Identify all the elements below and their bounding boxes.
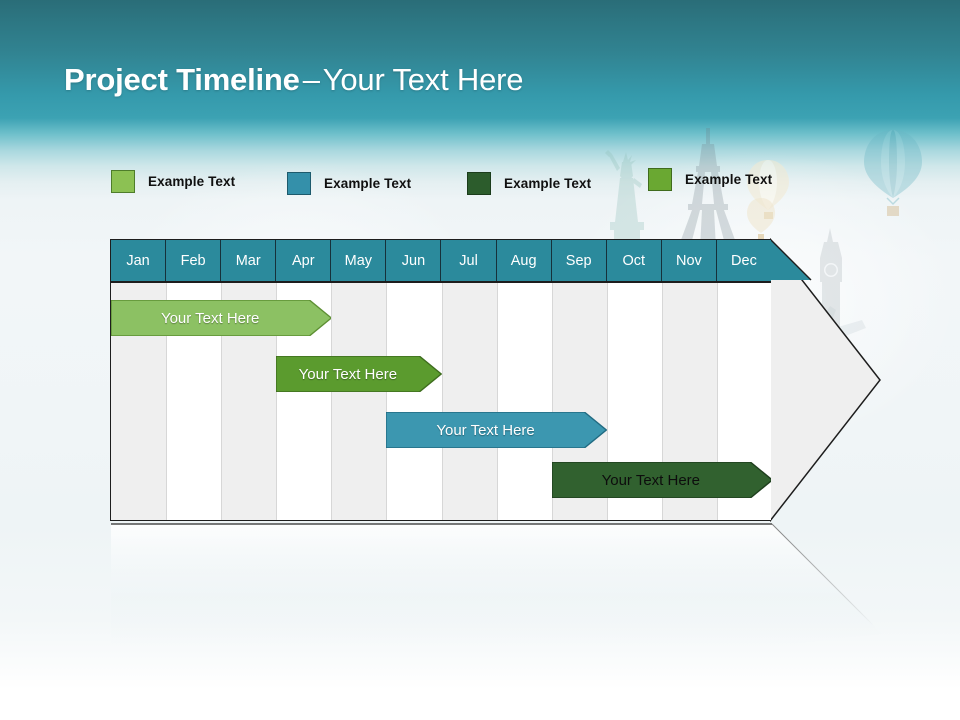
month-header-cell-apr[interactable]: Apr <box>276 240 332 281</box>
legend-item-label: Example Text <box>504 176 592 191</box>
legend-item-1[interactable]: Example Text <box>111 170 235 193</box>
month-header-cell-jan[interactable]: Jan <box>111 240 167 281</box>
month-label: Jan <box>126 252 150 269</box>
legend-swatch-icon <box>111 170 135 193</box>
task-bar-2[interactable]: Your Text Here <box>276 356 442 392</box>
column-gridline <box>606 240 608 520</box>
legend-item-3[interactable]: Example Text <box>467 172 591 195</box>
page-title: Project Timeline–Your Text Here <box>64 60 523 100</box>
month-label: Feb <box>180 252 206 269</box>
timeline-grid: Jan Feb Mar Apr May Jun Jul Aug Sep Oct Nov Dec You… <box>110 239 771 521</box>
legend-item-label: Example Text <box>148 174 236 189</box>
month-header-cell-jun[interactable]: Jun <box>386 240 442 281</box>
task-bar-4[interactable]: Your Text Here <box>551 462 771 498</box>
page-title-dash: – <box>302 62 320 97</box>
task-bar-1[interactable]: Your Text Here <box>111 300 332 336</box>
column-gridline <box>441 240 443 520</box>
task-bar-3[interactable]: Your Text Here <box>386 412 607 448</box>
month-label: May <box>344 252 373 269</box>
column-gridline <box>551 240 553 520</box>
month-label: Jul <box>459 252 478 269</box>
column-gridline <box>716 240 718 520</box>
month-header-cell-dec[interactable]: Dec <box>717 240 771 281</box>
month-header-cell-sep[interactable]: Sep <box>552 240 607 281</box>
page-title-rest: Your Text Here <box>322 62 524 97</box>
column-stripe <box>221 240 277 520</box>
column-gridline <box>166 240 168 520</box>
month-label: Apr <box>292 252 315 269</box>
month-header-underline <box>111 281 771 283</box>
month-label: Sep <box>565 252 592 269</box>
month-header-cell-aug[interactable]: Aug <box>497 240 552 281</box>
month-header-cell-mar[interactable]: Mar <box>221 240 277 281</box>
month-header-cell-feb[interactable]: Feb <box>166 240 222 281</box>
month-label: Oct <box>622 252 646 269</box>
column-stripe <box>441 240 497 520</box>
page-title-bold: Project Timeline <box>64 62 300 97</box>
timeline-arrow-head <box>770 238 882 522</box>
column-stripe <box>111 240 167 520</box>
legend-swatch-icon <box>287 172 311 195</box>
month-label: Aug <box>510 252 537 269</box>
month-header-cell-nov[interactable]: Nov <box>662 240 717 281</box>
timeline-chart: Jan Feb Mar Apr May Jun Jul Aug Sep Oct Nov Dec You… <box>110 238 882 522</box>
legend-item-2[interactable]: Example Text <box>287 172 411 195</box>
month-header-cell-may[interactable]: May <box>331 240 387 281</box>
column-gridline <box>496 240 498 520</box>
column-gridline <box>661 240 663 520</box>
month-header-cell-jul[interactable]: Jul <box>442 240 497 281</box>
month-label: Nov <box>675 252 702 269</box>
legend-swatch-icon <box>648 168 672 191</box>
legend-swatch-icon <box>467 172 491 195</box>
legend-item-label: Example Text <box>685 172 773 187</box>
month-label: Dec <box>731 252 757 269</box>
month-label: Mar <box>235 252 261 269</box>
month-label: Jun <box>401 252 426 269</box>
column-gridline <box>221 240 223 520</box>
month-header-cell-oct[interactable]: Oct <box>607 240 662 281</box>
legend-item-label: Example Text <box>324 176 412 191</box>
legend-item-4[interactable]: Example Text <box>648 168 772 191</box>
